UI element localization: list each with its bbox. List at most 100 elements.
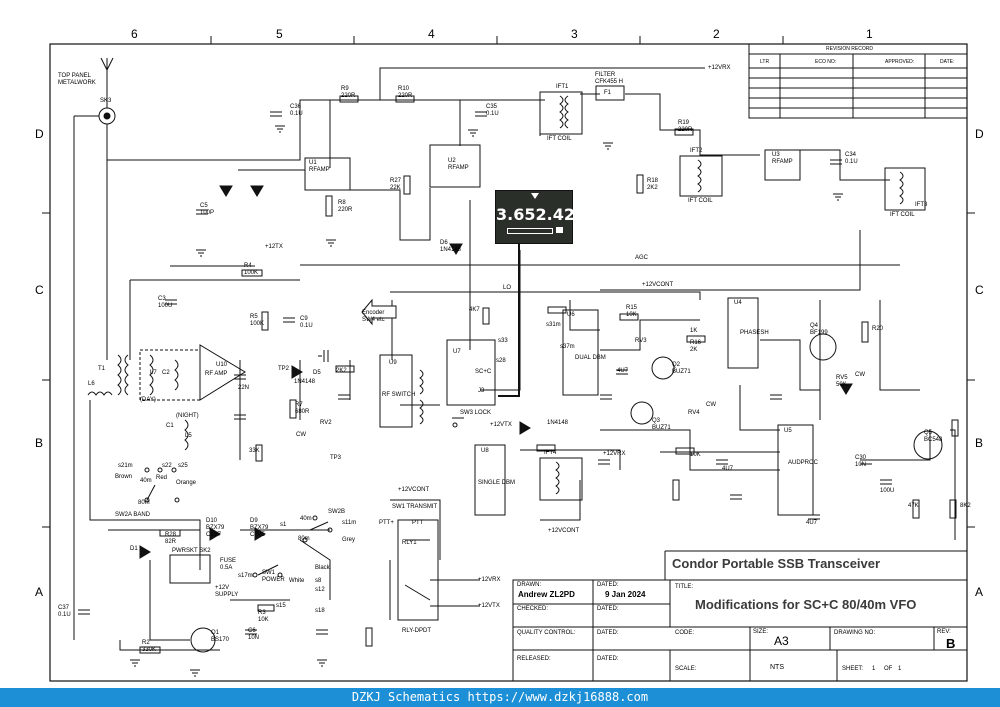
label-c2: C2	[162, 370, 170, 376]
label-ptt: PTT	[412, 520, 424, 526]
label-r18: R18 2K2	[647, 178, 659, 191]
footer-banner: DZKJ Schematics https://www.dzkj16888.co…	[0, 688, 1000, 707]
of-label: OF	[884, 666, 893, 672]
checked-label: CHECKED:	[517, 606, 549, 612]
label-u9-func: RF SWITCH	[382, 392, 416, 398]
label-12vcont-low: +12VCONT	[548, 528, 580, 534]
label-r3: R3 10K	[258, 610, 269, 623]
label-c30: C30 10N	[855, 455, 867, 468]
label-ift1: IFT1	[556, 84, 569, 90]
dated-label: DATED:	[597, 582, 619, 588]
label-f1: F1	[604, 90, 612, 96]
wiring	[89, 67, 956, 651]
zone-row-c-left: C	[35, 283, 44, 297]
resistors	[139, 95, 959, 654]
label-encoder: Encoder SW4 etc	[362, 310, 385, 323]
label-c34: C34 0.1U	[845, 152, 858, 165]
revision-col-date: DATE:	[940, 59, 955, 65]
label-12vrx-top: +12VRX	[708, 65, 731, 71]
zone-row-d-left: D	[35, 127, 44, 141]
lock-icon	[556, 227, 563, 233]
label-rv3: RV3	[635, 338, 647, 344]
rev-label: REV:	[937, 629, 951, 635]
label-s15: s15	[276, 603, 286, 609]
revision-col-ltr: LTR	[760, 59, 770, 65]
single-dbm-u8	[474, 444, 506, 516]
label-u9: U9	[389, 360, 397, 366]
zone-row-a-right: A	[975, 585, 984, 599]
zone-row-b-left: B	[35, 436, 44, 450]
label-12vrx-mid: +12VRX	[603, 451, 626, 457]
size-value: A3	[774, 634, 789, 648]
qc-dated-label: DATED:	[597, 630, 619, 636]
project-name: Condor Portable SSB Transceiver	[672, 556, 881, 571]
label-d6: D6 1N4148	[440, 240, 462, 253]
label-r20: R20	[872, 326, 884, 332]
label-4u7-c31: 4U7	[806, 520, 818, 526]
title-block-lines	[512, 550, 968, 682]
label-47k: 47K	[908, 503, 919, 509]
label-r4: R4 100K	[244, 263, 259, 276]
scale-label: SCALE:	[675, 666, 697, 672]
zone-row-d-right: D	[975, 127, 984, 141]
label-r9: R9 220R	[341, 86, 356, 99]
zone-col-4: 4	[428, 27, 435, 41]
qc-label: QUALITY CONTROL:	[517, 630, 576, 636]
label-sw3-lock: SW3 LOCK	[460, 410, 492, 416]
released-label: RELEASED:	[517, 656, 551, 662]
label-r7: R7 680R	[295, 402, 310, 415]
revision-col-approved: APPROVED:	[885, 59, 915, 65]
rf-switch-u9	[379, 354, 424, 428]
label-filter: FILTER CFK455 H	[595, 72, 624, 85]
zone-ticks	[42, 36, 975, 528]
label-s8: s8	[315, 578, 322, 584]
label-u5: U5	[784, 428, 792, 434]
sheet-value: 1	[872, 666, 876, 672]
checked-dated-label: DATED:	[597, 606, 619, 612]
relay-rly1	[397, 519, 439, 621]
antenna	[73, 57, 116, 640]
signal-bar	[507, 228, 553, 234]
label-12vtx-low: +12VTX	[478, 603, 500, 609]
label-ift2: IFT2	[690, 148, 703, 154]
label-r15: R15 10K	[626, 305, 638, 318]
label-d10: D10 BZX79 C2V7	[206, 518, 225, 538]
rev-value: B	[946, 636, 956, 651]
label-cw-rv4: CW	[706, 402, 716, 408]
label-s22: s22	[162, 463, 172, 469]
label-u5-func: AUDPROC	[788, 460, 819, 466]
label-ift1-coil: IFT COIL	[547, 136, 572, 142]
label-1n4148-dr1: 1N4148	[547, 420, 569, 426]
label-d9: D9 BZX79 C7V5	[250, 518, 269, 538]
ift4	[539, 457, 583, 501]
label-12vcont: +12VCONT	[642, 282, 674, 288]
label-sk3: SK3	[100, 98, 112, 104]
label-80m-band: 80m	[138, 500, 150, 506]
zone-col-5: 5	[276, 27, 283, 41]
label-s31m: s31m	[546, 322, 561, 328]
label-u10-func: RF AMP	[205, 371, 228, 377]
label-white: White	[289, 578, 305, 584]
label-4u7-c26: 4U7	[722, 466, 734, 472]
label-1k: 1K	[690, 328, 698, 334]
label-cw-rv5: CW	[855, 372, 865, 378]
label-12tx: +12TX	[265, 244, 283, 250]
drawing-no-label: DRAWING NO:	[834, 630, 876, 636]
label-c36: C36 0.1U	[290, 104, 303, 117]
ground-symbols	[130, 125, 843, 677]
dual-dbm-u6	[562, 309, 599, 396]
label-u4: U4	[734, 300, 742, 306]
label-s17m: s17m	[238, 573, 253, 579]
label-ift2-coil: IFT COIL	[688, 198, 713, 204]
label-22n: 22N	[238, 385, 250, 391]
label-s28: s28	[496, 358, 506, 364]
drawn-by: Andrew ZL2PD	[518, 590, 575, 599]
frequency-reading: 3.652.42	[496, 205, 575, 224]
label-rv2: RV2	[320, 420, 332, 426]
label-c6: C6 10N	[248, 628, 260, 641]
down-arrow-icon	[531, 193, 539, 199]
label-8k2: 8K2	[960, 503, 971, 509]
transistors	[190, 333, 943, 653]
band-switches	[144, 417, 464, 584]
label-u6-func: DUAL DBM	[575, 355, 606, 361]
